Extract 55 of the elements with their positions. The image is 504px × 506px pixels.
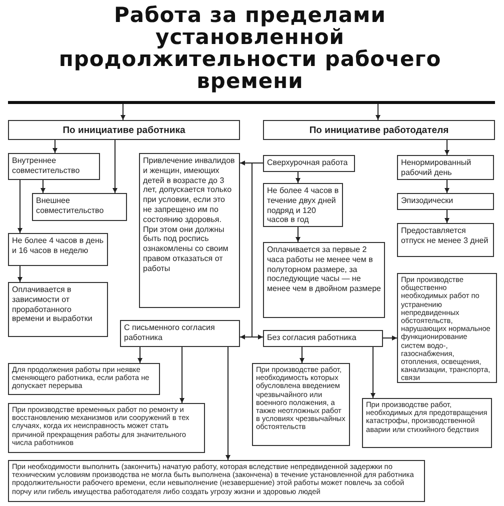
box-heading: По инициативе работодателя (309, 124, 449, 136)
connector-bar (8, 101, 495, 104)
box-text: Эпизодически (401, 196, 454, 206)
arrow (370, 346, 376, 398)
arrow (300, 346, 304, 364)
box-text: Оплачивается за первые 2 часа работы не менее чем в полуторном размере, за последующие часы — не менее чем в двойном размере (267, 245, 381, 294)
title: Работа за пределами установленной продолжительности рабочего времени (58, 4, 442, 92)
box-heading: По инициативе работника (62, 124, 186, 136)
box-text: Сверхурочная работа (267, 158, 348, 168)
arrow (296, 172, 300, 184)
arrow (296, 226, 300, 242)
info-box (397, 223, 494, 257)
arrow (382, 336, 398, 340)
arrow (52, 140, 58, 154)
info-box (139, 153, 240, 308)
box-text: Не более 4 часов в течение двух дней подряд и 120 часов в год (267, 186, 339, 226)
category-box (263, 120, 495, 140)
arrow (444, 180, 450, 194)
note-box (8, 460, 425, 502)
box-text: Внутреннее совместительство (12, 156, 81, 176)
box-text: Не более 4 часов в день и 16 часов в неделю (12, 236, 104, 256)
info-box (32, 193, 127, 221)
info-box (263, 330, 383, 347)
category-box (8, 120, 240, 140)
arrow (18, 266, 22, 282)
arrow (252, 162, 264, 340)
arrow (138, 346, 142, 364)
box-text: С письменного согласия работника (124, 323, 216, 343)
info-box (397, 155, 494, 180)
arrow (376, 104, 380, 120)
box-text: Без согласия работника (267, 333, 356, 343)
arrow (120, 104, 126, 120)
arrow (18, 180, 22, 234)
info-box (8, 282, 108, 337)
info-box (8, 153, 100, 180)
info-box (8, 233, 108, 266)
note-box (8, 403, 205, 453)
arrow (40, 180, 46, 194)
box-text: Оплачивается в зависимости от проработанного времени и выработки (12, 285, 94, 324)
arrow (444, 210, 450, 224)
arrow (226, 346, 230, 460)
box-text: Привлечение инвалидов и женщин, имеющих детей в возрасте до 3 лет, допускается только при условии, если это не запрещено им по состоянию здоровья. При этом они должны быть под роспись ознакомлены со своим правом отказаться от работы (143, 156, 236, 274)
note-box (252, 363, 350, 446)
info-box (120, 320, 240, 347)
arrow (180, 346, 184, 404)
arrow (444, 140, 450, 156)
info-box (263, 242, 385, 318)
box-text: Внешнее совместительство (36, 196, 105, 216)
box-text: Ненормированный рабочий день (401, 158, 472, 178)
box-text: Предоставляется отпуск не менее 3 дней (401, 226, 490, 246)
info-box (397, 193, 494, 210)
note-box (8, 363, 160, 395)
arrow (112, 140, 118, 194)
note-box (362, 398, 492, 448)
info-box (263, 155, 355, 172)
